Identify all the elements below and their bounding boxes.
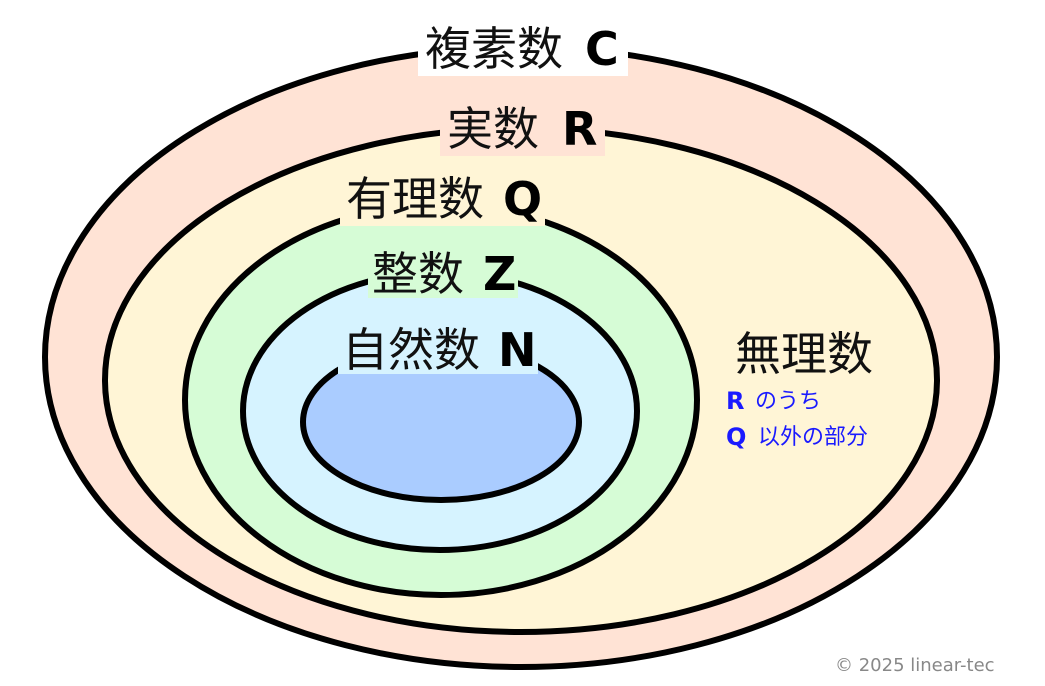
integer-label: 整数 Z [372, 247, 516, 301]
set-symbol: Q [503, 172, 542, 226]
set-symbol: R [562, 102, 597, 156]
set-name: 自然数 [342, 323, 480, 377]
set-symbol: C [585, 22, 619, 76]
irrational-name: 無理数 [735, 327, 873, 381]
irrational-text-2: 以外の部分 [758, 425, 868, 450]
set-name: 複素数 [425, 22, 563, 76]
real-label: 実数 R [447, 102, 597, 156]
rational-label: 有理数 Q [346, 172, 542, 226]
set-name: 実数 [447, 102, 539, 156]
set-symbol: Z [483, 247, 516, 301]
copyright: © 2025 linear-tec [835, 655, 995, 676]
natural-label: 自然数 N [342, 323, 537, 377]
set-name: 整数 [372, 247, 464, 301]
irrational-symbol-q: Q [726, 423, 746, 451]
complex-label: 複素数 C [425, 22, 619, 76]
irrational-text-1: のうち [755, 389, 821, 414]
irrational-label: 無理数 R のうち Q 以外の部分 [726, 327, 873, 451]
set-symbol: N [498, 323, 537, 377]
irrational-symbol-r: R [726, 387, 744, 415]
set-name: 有理数 [346, 172, 484, 226]
